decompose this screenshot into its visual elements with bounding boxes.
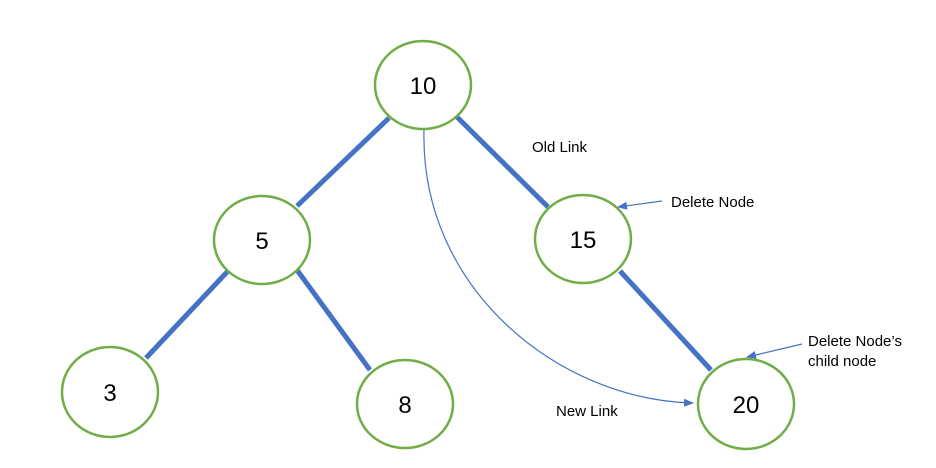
node-20-circle <box>696 357 796 451</box>
node-5-circle <box>212 194 312 286</box>
node-8: 8 <box>355 358 455 450</box>
child-node-label-line2: child node <box>808 353 876 370</box>
delete-node-label: Delete Node <box>671 194 754 211</box>
node-15: 15 <box>533 193 633 285</box>
node-10-label: 10 <box>410 73 437 100</box>
delete-node-arrow <box>617 200 663 210</box>
edge-10-5 <box>295 116 391 208</box>
node-5-label: 5 <box>255 228 268 255</box>
node-5: 5 <box>212 194 312 286</box>
node-15-circle <box>533 193 633 285</box>
node-20: 20 <box>696 357 796 451</box>
node-3-label: 3 <box>103 380 116 407</box>
node-10-circle <box>373 39 473 131</box>
old-link-label: Old Link <box>532 139 588 156</box>
new-link-curve <box>423 129 694 407</box>
edge-15-20 <box>618 269 713 372</box>
new-link-label: New Link <box>556 403 618 420</box>
node-3-circle <box>60 345 160 439</box>
edge-5-3 <box>144 269 230 360</box>
edge-5-8 <box>294 268 373 372</box>
edge-10-15-old-link <box>455 115 550 209</box>
node-8-label: 8 <box>398 392 411 419</box>
node-8-circle <box>355 358 455 450</box>
node-3: 3 <box>60 345 160 439</box>
child-node-label-line1: Delete Node’s <box>808 333 902 350</box>
node-15-label: 15 <box>570 227 597 254</box>
node-20-label: 20 <box>733 392 760 419</box>
node-10: 10 <box>373 39 473 131</box>
child-node-arrow <box>746 343 803 359</box>
